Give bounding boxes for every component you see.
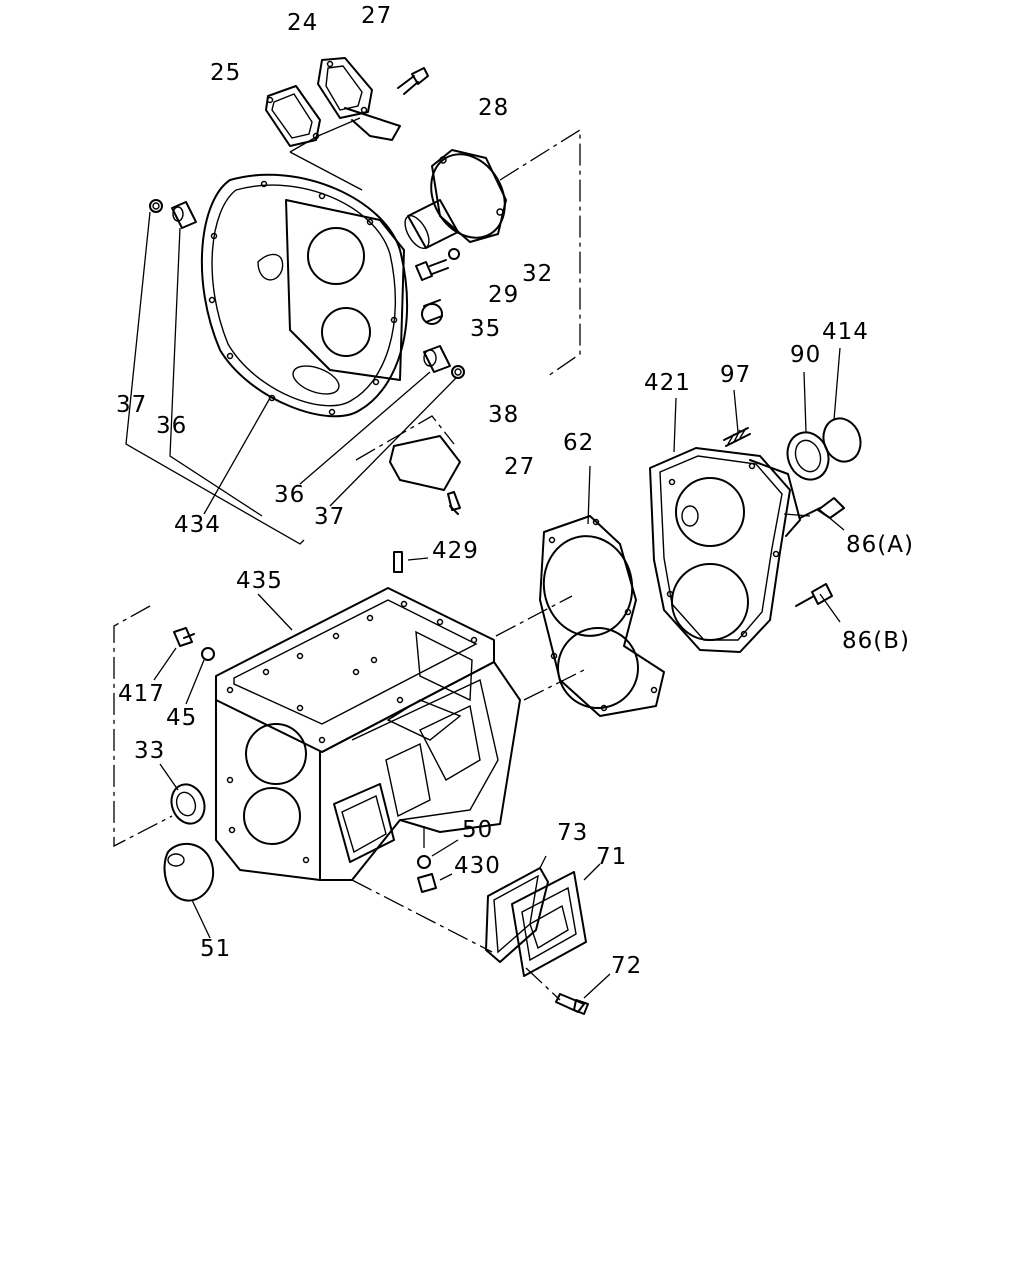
drain-plug-430	[417, 873, 437, 893]
plug-417	[173, 627, 195, 647]
callout-50: 50	[462, 817, 494, 843]
oil-seal-33	[170, 783, 206, 825]
bolt-72	[555, 993, 589, 1015]
washer-50	[417, 855, 431, 869]
bolt-86a	[799, 497, 845, 519]
callout-45: 45	[166, 705, 198, 731]
callout-86a: 86(A)	[846, 532, 914, 558]
callout-28: 28	[478, 95, 510, 121]
washer-45	[201, 647, 215, 661]
pin-37-top	[149, 199, 163, 213]
callout-36-lower: 36	[274, 482, 306, 508]
callout-62: 62	[563, 430, 595, 456]
stud-97	[723, 427, 751, 447]
callout-36-left: 36	[156, 413, 188, 439]
cover-plate-38	[389, 435, 461, 491]
callout-421: 421	[644, 370, 691, 396]
gasket-62	[539, 515, 665, 717]
callout-97: 97	[720, 362, 752, 388]
callout-435: 435	[236, 568, 283, 594]
gasket-25	[265, 85, 321, 147]
callout-51: 51	[200, 936, 232, 962]
callout-86b: 86(B)	[842, 628, 910, 654]
callout-429: 429	[432, 538, 479, 564]
pin-429	[393, 551, 403, 573]
bearing-retainer-28	[404, 149, 507, 249]
callout-417: 417	[118, 681, 165, 707]
bolt-86b	[795, 583, 833, 607]
callout-35: 35	[470, 316, 502, 342]
callout-37-left: 37	[116, 392, 148, 418]
plug-35	[421, 299, 443, 325]
callout-434: 434	[174, 512, 221, 538]
callout-25: 25	[210, 60, 242, 86]
callout-73: 73	[557, 820, 589, 846]
callout-27-lower: 27	[504, 454, 536, 480]
rear-cover-421	[649, 447, 801, 653]
clutch-housing-434	[200, 173, 409, 418]
oil-pan-cover-71	[511, 871, 587, 977]
callout-430: 430	[454, 853, 501, 879]
callout-27-top: 27	[361, 3, 393, 29]
callout-71: 71	[596, 844, 628, 870]
o-ring-32	[448, 248, 460, 260]
inspection-cover-24	[317, 57, 401, 141]
bolt-27-top	[397, 67, 429, 95]
dowel-36-top	[171, 201, 197, 229]
callout-414: 414	[822, 319, 869, 345]
callout-33: 33	[134, 738, 166, 764]
transmission-case-435	[215, 587, 521, 881]
callout-38: 38	[488, 402, 520, 428]
callout-29: 29	[488, 282, 520, 308]
pin-37-bottom	[451, 365, 465, 379]
callout-37-lower: 37	[314, 504, 346, 530]
callout-90: 90	[790, 342, 822, 368]
callout-24: 24	[287, 10, 319, 36]
o-ring-414	[822, 417, 862, 463]
callout-72: 72	[611, 953, 643, 979]
bolt-29	[415, 259, 449, 281]
dowel-36-bottom	[423, 345, 451, 373]
callout-32: 32	[522, 261, 554, 287]
cap-51	[163, 843, 215, 902]
bolt-27-lower	[447, 491, 461, 515]
